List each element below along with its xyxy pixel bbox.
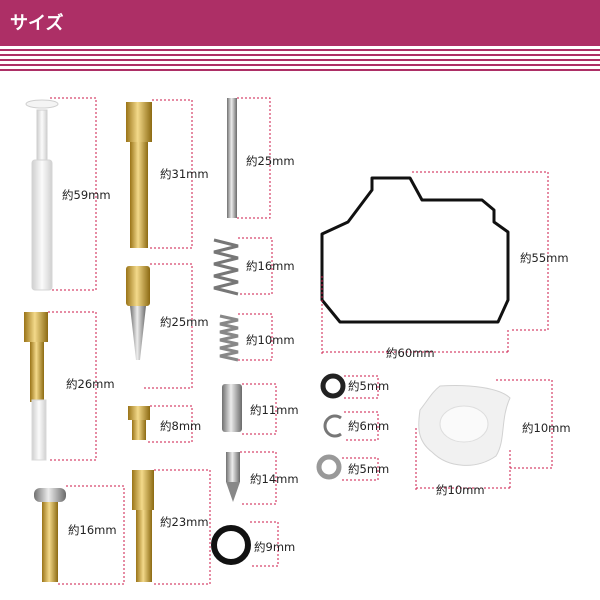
label-needle-jet: 約26mm — [66, 377, 115, 391]
label-sleeve: 約11mm — [250, 403, 299, 417]
spring-icon — [219, 314, 239, 362]
needle-jet-icon — [24, 312, 48, 461]
label-steel-pin: 約25mm — [246, 154, 295, 168]
label-c-clip: 約6mm — [348, 419, 390, 433]
label-main-jet: 約8mm — [160, 419, 202, 433]
label-gasket-height: 約55mm — [520, 251, 569, 265]
label-o-ring-5: 約5mm — [348, 379, 390, 393]
page-title: サイズ — [10, 13, 64, 34]
label-pilot-jet: 約23mm — [160, 515, 209, 529]
c-clip-icon — [323, 414, 342, 438]
label-washer: 約5mm — [348, 462, 390, 476]
brass-jet-icon — [126, 102, 152, 248]
label-float-valve: 約14mm — [250, 472, 299, 486]
label-spring-10: 約10mm — [246, 333, 295, 347]
white-pin-icon — [25, 99, 59, 291]
mixture-screw-icon — [126, 266, 150, 360]
header-bar: サイズ — [0, 0, 600, 44]
label-o-ring-9: 約9mm — [254, 540, 296, 554]
spring-icon — [213, 238, 239, 296]
dimension-lines — [48, 97, 553, 585]
o-ring-icon — [320, 373, 346, 399]
o-ring-icon — [211, 525, 251, 565]
label-float-needle: 約59mm — [62, 188, 111, 202]
main-jet-icon — [128, 406, 150, 440]
pilot-jet-icon — [132, 470, 154, 582]
sleeve-icon — [222, 384, 242, 432]
gasket-icon — [320, 176, 510, 324]
label-spring-16: 約16mm — [246, 259, 295, 273]
label-cap-width: 約10mm — [436, 483, 485, 497]
plastic-cap-icon — [418, 385, 511, 466]
steel-pin-icon — [227, 98, 237, 218]
label-brass-jet: 約31mm — [160, 167, 209, 181]
idle-screw-icon — [34, 488, 66, 582]
label-idle-screw: 約16mm — [68, 523, 117, 537]
label-cap-height: 約10mm — [522, 421, 571, 435]
washer-icon — [316, 454, 342, 480]
label-mixture-screw: 約25mm — [160, 315, 209, 329]
float-valve-icon — [226, 452, 240, 502]
label-gasket-width: 約60mm — [386, 346, 435, 360]
